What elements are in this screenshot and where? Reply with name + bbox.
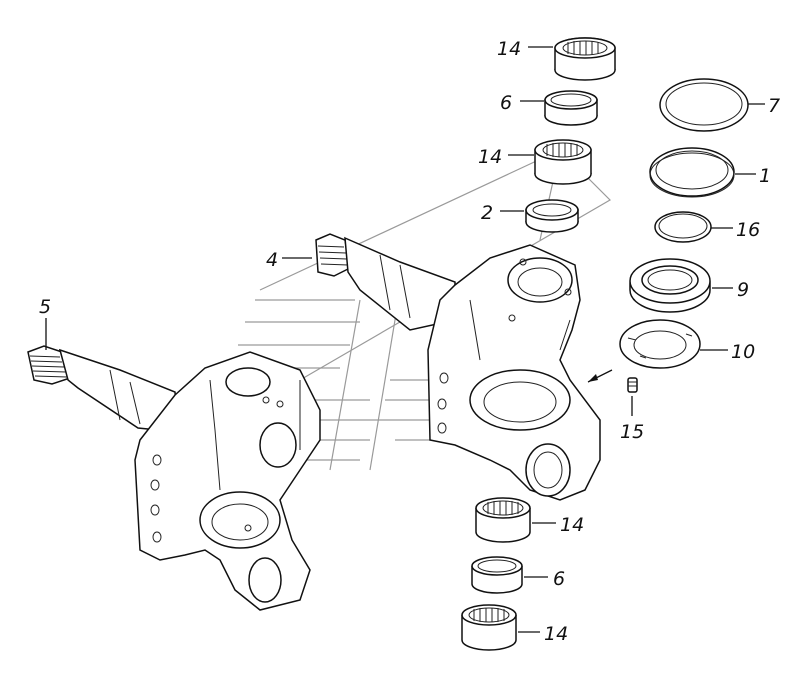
callout-14-bottom-2: 14 bbox=[544, 623, 568, 645]
part-14-bushing-top-1 bbox=[554, 37, 616, 81]
part-14-bushing-top-2 bbox=[534, 139, 592, 185]
callout-2: 2 bbox=[481, 202, 493, 224]
leader-lines bbox=[45, 46, 765, 633]
part-9-cover bbox=[629, 258, 711, 313]
callout-14-top: 14 bbox=[497, 38, 521, 60]
callout-labels: 14 6 14 2 4 5 7 1 16 9 10 15 14 6 14 bbox=[39, 38, 780, 645]
part-4-knuckle-right bbox=[315, 233, 601, 501]
callout-14-bottom-1: 14 bbox=[560, 514, 584, 536]
callout-5: 5 bbox=[39, 296, 51, 318]
part-15-pin bbox=[627, 377, 638, 393]
part-6-ring-bottom bbox=[471, 556, 523, 594]
callout-15: 15 bbox=[620, 421, 644, 443]
part-10-thrust-washer bbox=[619, 319, 701, 369]
part-1-seal bbox=[649, 147, 735, 198]
callout-16: 16 bbox=[736, 219, 760, 241]
callout-9: 9 bbox=[737, 279, 749, 301]
callout-6-top: 6 bbox=[500, 92, 512, 114]
callout-1: 1 bbox=[759, 165, 771, 187]
part-5-knuckle-left bbox=[27, 345, 321, 611]
callout-6-bottom: 6 bbox=[553, 568, 565, 590]
part-16-ring bbox=[654, 211, 712, 243]
part-14-bushing-bottom-2 bbox=[461, 604, 517, 651]
callout-7: 7 bbox=[768, 95, 780, 117]
part-14-bushing-bottom-1 bbox=[475, 497, 531, 543]
assembly-arrow-head bbox=[588, 374, 598, 382]
part-2-ring bbox=[525, 199, 579, 233]
callout-14-middle: 14 bbox=[478, 146, 502, 168]
callout-4: 4 bbox=[266, 249, 278, 271]
part-6-ring-top bbox=[544, 90, 598, 126]
part-7-shim bbox=[659, 78, 749, 132]
callout-10: 10 bbox=[731, 341, 755, 363]
